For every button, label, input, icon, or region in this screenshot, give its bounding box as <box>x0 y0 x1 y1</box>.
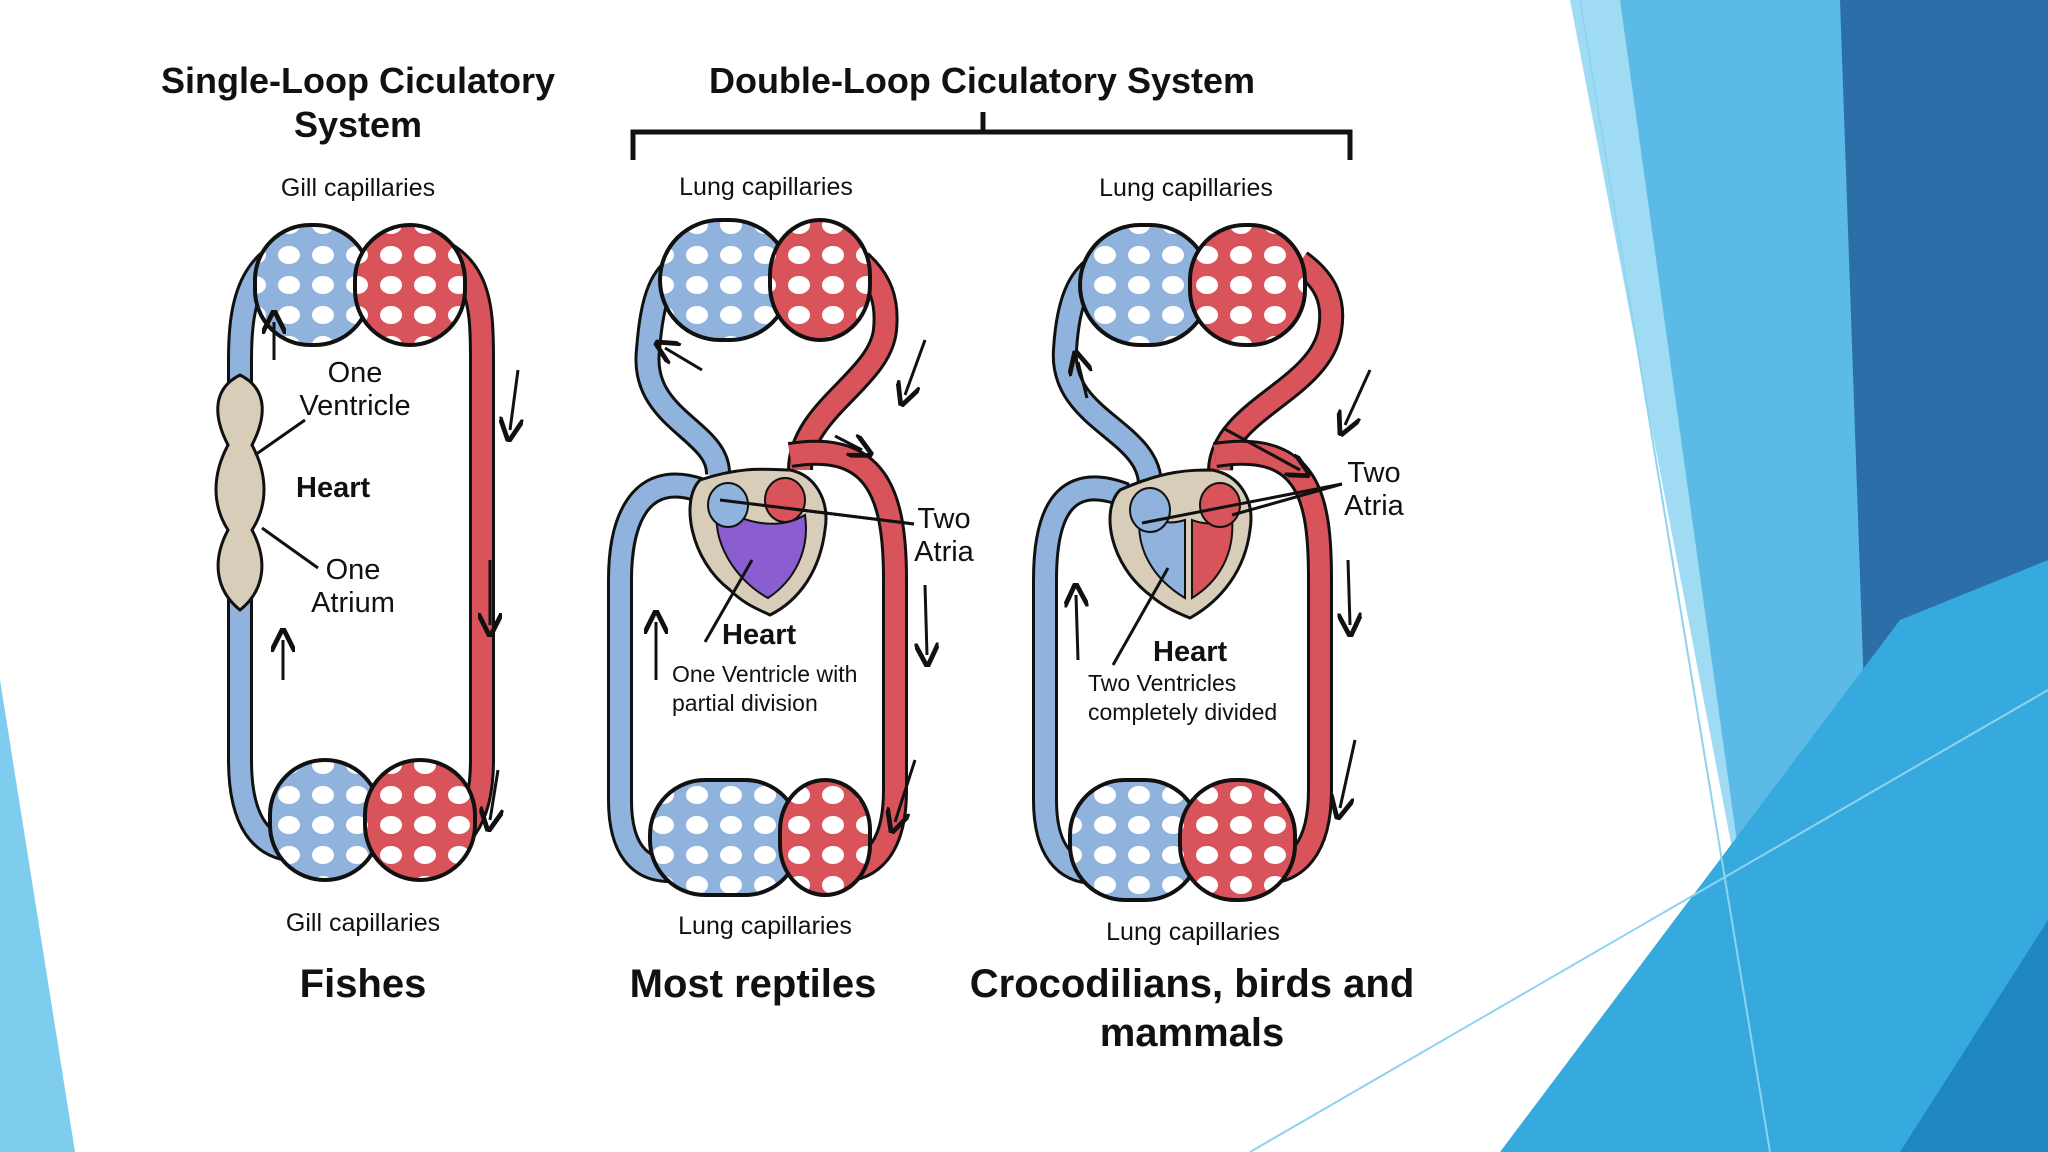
fish-ventricle-label-2: Ventricle <box>299 390 410 422</box>
reptile-arrow-down-2 <box>925 584 927 655</box>
double-loop-heading: Double-Loop Ciculatory System <box>709 60 1255 101</box>
fish-top-label: Gill capillaries <box>281 174 435 202</box>
reptile-ventricle-label-1: One Ventricle with <box>672 661 857 687</box>
fish-atrium-label-1: One <box>326 554 381 586</box>
fish-caption: Fishes <box>300 962 427 1006</box>
single-loop-heading-line2: System <box>294 104 422 145</box>
mammal-capillaries-bottom-red <box>1178 778 1297 902</box>
fish-heart <box>214 373 266 612</box>
mammal-arrow-down-2 <box>1348 559 1350 625</box>
fish-arrow-down-3 <box>490 769 498 820</box>
fish-ventricle-pointer <box>254 418 306 457</box>
reptile-capillaries-bottom-blue <box>648 778 802 897</box>
fish-heart-label: Heart <box>296 472 370 504</box>
right-bottom-shape <box>1500 560 2048 1152</box>
fish-ventricle-label-1: One <box>328 357 383 389</box>
reptile-atria-label-2: Atria <box>914 536 975 568</box>
mammal-arrow-right-1 <box>1222 426 1300 470</box>
mammal-atria-pointer-1 <box>1141 482 1343 525</box>
mammal-caption-line1: Crocodilians, birds and <box>970 962 1415 1006</box>
fish-capillaries-bottom-red <box>363 758 477 882</box>
mammal-heart-pointer <box>1111 567 1170 666</box>
fish-arrow-down-1 <box>510 369 518 430</box>
fish-atrium-label-2: Atrium <box>311 587 395 619</box>
mammal-arrow-down-3 <box>1340 739 1357 808</box>
reptile-arrow-down-3 <box>895 759 917 822</box>
reptile-atria-label-1: Two <box>917 503 970 535</box>
mammal-atria-pointer-2 <box>1231 482 1343 517</box>
reptile-heart-pointer <box>703 559 754 643</box>
fish-atrium-pointer <box>261 526 319 570</box>
thin-line-2 <box>1249 689 2048 1152</box>
left-edge-shape <box>0 680 75 1152</box>
mammal-top-label: Lung capillaries <box>1099 174 1273 202</box>
single-loop-heading-line1: Single-Loop Ciculatory <box>161 60 555 101</box>
right-deep-shape <box>1900 920 2048 1152</box>
mammal-arrow-down-1 <box>1345 369 1372 425</box>
reptile-left-atrium <box>764 477 806 523</box>
reptile-top-label: Lung capillaries <box>679 173 853 201</box>
fish-bottom-label: Gill capillaries <box>286 909 440 937</box>
mammal-arrow-up-2 <box>1076 595 1078 661</box>
mammal-caption-line2: mammals <box>1100 1011 1285 1055</box>
double-loop-bracket <box>630 112 1353 160</box>
reptile-diagram: Lung capillaries Two Atria Heart One Ven… <box>607 173 975 1006</box>
reptile-arrow-down-1 <box>905 339 927 395</box>
mammal-diagram: Lung capillaries Two Atria Heart Two Ven… <box>970 174 1415 1055</box>
mammal-arrow-up-1 <box>1078 362 1087 399</box>
reptile-arrow-up-1 <box>665 348 703 372</box>
reptile-capillaries-bottom-red <box>778 778 872 897</box>
mammal-lung-capillaries-top-red <box>1188 223 1307 347</box>
reptile-ventricle <box>715 503 807 600</box>
fish-diagram: Gill capillaries One Ventricle Heart One… <box>214 174 518 1006</box>
mammal-bottom-label: Lung capillaries <box>1106 918 1280 946</box>
reptile-ventricle-label-2: partial division <box>672 690 818 716</box>
reptile-bottom-label: Lung capillaries <box>678 912 852 940</box>
mammal-heart-label: Heart <box>1153 636 1227 668</box>
mammal-ventricle-label-2: completely divided <box>1088 699 1277 725</box>
thin-line-1 <box>1579 0 1771 1152</box>
fish-gill-capillaries-top-red <box>353 223 467 347</box>
mammal-atria-label-2: Atria <box>1344 490 1405 522</box>
reptile-caption: Most reptiles <box>630 962 877 1006</box>
reptile-heart-label: Heart <box>722 619 796 651</box>
mammal-ventricle-label-1: Two Ventricles <box>1088 670 1236 696</box>
reptile-atria-pointer-2 <box>784 506 915 526</box>
mammal-right-atrium <box>1129 487 1171 533</box>
fish-gill-capillaries-top-blue <box>253 223 372 347</box>
reptile-arrow-right-1 <box>834 436 862 450</box>
reptile-right-atrium <box>707 482 749 528</box>
reptile-lung-capillaries-top-red <box>768 218 872 342</box>
mammal-atria-label-1: Two <box>1347 457 1400 489</box>
